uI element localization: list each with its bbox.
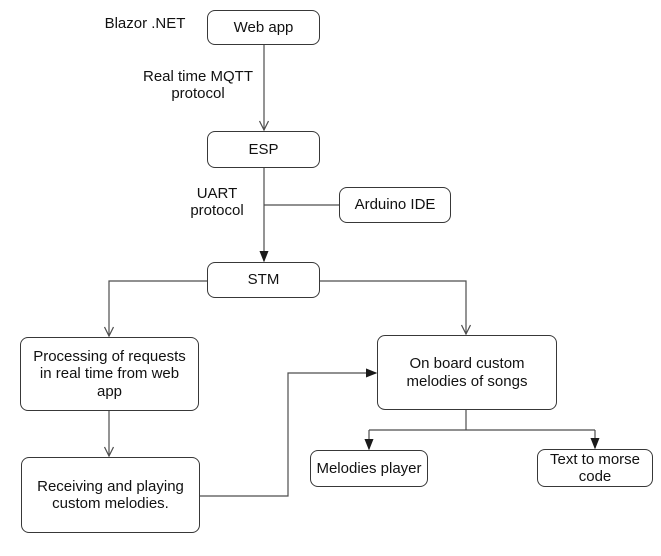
node-melodies-player: Melodies player	[310, 450, 428, 487]
node-web-app: Web app	[207, 10, 320, 45]
edge-stm-onboard	[320, 280, 466, 334]
node-processing-requests: Processing of requests in real time from…	[20, 337, 199, 411]
label-mqtt-protocol: Real time MQTT protocol	[142, 68, 253, 102]
node-stm: STM	[207, 262, 320, 298]
label-blazor-net: Blazor .NET	[104, 15, 186, 32]
node-onboard-melodies: On board custom melodies of songs	[377, 335, 557, 410]
node-arduino-ide: Arduino IDE	[339, 187, 451, 223]
edge-stm-processing	[109, 280, 207, 336]
edge-receiving-onboard	[200, 373, 376, 497]
label-uart-protocol: UART protocol	[190, 185, 244, 219]
node-esp: ESP	[207, 131, 320, 168]
node-text-to-morse: Text to morse code	[537, 449, 653, 487]
node-receiving-playing: Receiving and playing custom melodies.	[21, 457, 200, 533]
